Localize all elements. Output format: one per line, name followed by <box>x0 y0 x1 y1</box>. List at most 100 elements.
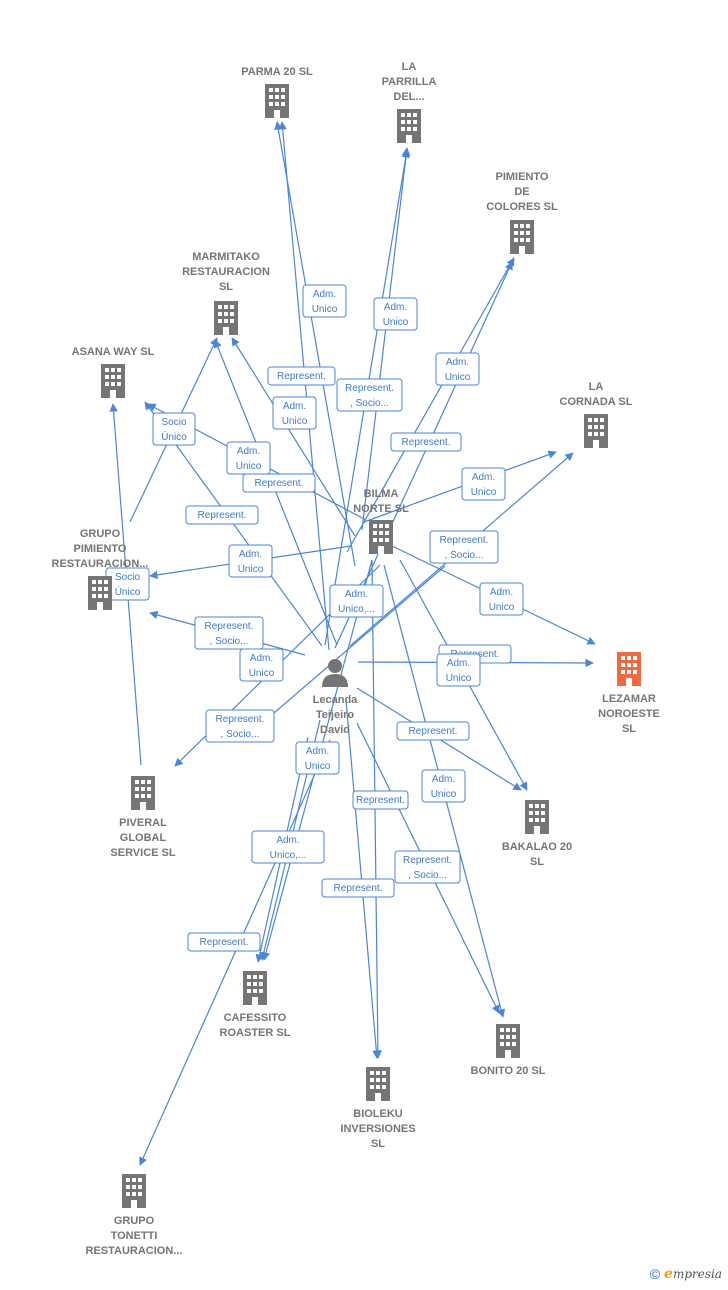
edge-label[interactable]: Adm.Unico <box>373 297 418 331</box>
brand-logo[interactable]: empresia <box>664 1266 722 1282</box>
building-icon <box>131 776 155 810</box>
node-label: RESTAURACION <box>182 266 270 278</box>
node-label: SL <box>622 723 636 735</box>
building-icon <box>617 652 641 686</box>
edge-label[interactable]: Represent. <box>352 790 409 810</box>
node-label: BIOLEKU <box>353 1108 403 1120</box>
edge-label[interactable]: Adm.Unico <box>295 741 340 775</box>
edge-label[interactable]: Adm.Unico,... <box>329 584 384 618</box>
node-label: TONETTI <box>111 1230 158 1242</box>
node-label: CORNADA SL <box>560 396 633 408</box>
edge-label-text: Unico <box>489 602 515 613</box>
edge-label[interactable]: Represent. <box>242 473 316 493</box>
edge-label-text: Único <box>161 430 187 443</box>
edge-label-text: Represent. <box>356 795 405 806</box>
node-label: PIVERAL <box>119 817 167 829</box>
node-label: LEZAMAR <box>602 693 656 705</box>
node-cafessito[interactable]: CAFESSITO ROASTER SL <box>220 971 291 1039</box>
edge-label[interactable]: Adm. Unico <box>228 544 273 578</box>
building-icon <box>525 800 549 834</box>
node-label: BAKALAO 20 <box>502 841 572 853</box>
edge-label[interactable]: Represent., Socio... <box>336 378 403 412</box>
node-tonetti[interactable]: GRUPOTONETTIRESTAURACION... <box>86 1174 183 1257</box>
edge-label[interactable]: Represent., Socio... <box>194 616 264 650</box>
edge-label-text: Adm. <box>239 549 262 560</box>
node-label: RESTAURACION... <box>52 558 149 570</box>
edge-15 <box>363 450 557 523</box>
edge-label[interactable]: Represent., Socio... <box>394 850 461 884</box>
edge-label[interactable]: Represent. <box>187 932 261 952</box>
edge-label-text: Represent. <box>205 621 254 632</box>
node-label: Teijeiro <box>316 709 355 721</box>
edge-label-text: Represent. <box>255 478 304 489</box>
edge-label-text: Represent. <box>198 510 247 521</box>
edge-label[interactable]: Adm.Unico <box>436 653 481 687</box>
edge-label-text: Unico,... <box>338 604 375 615</box>
edge-label[interactable]: Represent. <box>396 721 470 741</box>
node-label: PIMIENTO <box>496 171 549 183</box>
edge-label-text: Adm. <box>306 746 329 757</box>
node-label: RESTAURACION... <box>86 1245 183 1257</box>
node-bakalao[interactable]: BAKALAO 20 SL <box>502 800 572 868</box>
node-parma[interactable]: PARMA 20 SL <box>241 66 313 118</box>
edge-label[interactable]: Adm.Unico <box>272 396 317 430</box>
edge-label[interactable]: Adm.Unico <box>239 648 284 682</box>
edge-label-text: Unico <box>236 461 262 472</box>
edge-label[interactable]: Adm. Unico <box>421 769 466 803</box>
edge-label[interactable]: Represent., Socio... <box>205 709 275 743</box>
edge-label[interactable]: Represent. <box>185 505 259 525</box>
building-icon <box>369 520 393 554</box>
edge-27 <box>259 565 446 726</box>
building-icon <box>122 1174 146 1208</box>
edge-4 <box>346 257 515 553</box>
edge-label[interactable]: Represent. <box>390 432 462 452</box>
node-label: NORTE SL <box>353 503 409 515</box>
edge-label[interactable]: Adm.Unico <box>435 352 480 386</box>
edge-label-text: Represent. <box>200 937 249 948</box>
node-label: SL <box>219 281 233 293</box>
edge-28 <box>139 739 331 1166</box>
node-label: ROASTER SL <box>220 1027 291 1039</box>
edge-label[interactable]: Adm.Unico,... <box>251 830 325 864</box>
edge-label[interactable]: Represent. <box>321 878 395 898</box>
edge-label[interactable]: Represent. <box>267 366 336 386</box>
footer-brand: © empresia <box>650 1266 722 1282</box>
edge-label-text: Unico,... <box>270 850 307 861</box>
node-parrilla[interactable]: LAPARRILLADEL... <box>382 61 437 143</box>
node-grupo_pim[interactable]: GRUPOPIMIENTORESTAURACION... <box>52 528 149 610</box>
edge-label-text: Adm. <box>472 472 495 483</box>
node-label: SL <box>530 856 544 868</box>
edge-label-text: , Socio... <box>350 398 389 409</box>
edge-label-text: Único <box>115 585 141 598</box>
edge-label[interactable]: Adm. Unico <box>479 582 524 616</box>
building-icon <box>88 576 112 610</box>
edge-label[interactable]: Adm.Unico <box>226 441 271 475</box>
node-asana[interactable]: ASANA WAY SL <box>72 346 155 398</box>
node-label: CAFESSITO <box>224 1012 287 1024</box>
edge-label-text: Adm. <box>490 587 513 598</box>
building-icon <box>397 109 421 143</box>
edge-label-text: Represent. <box>440 535 489 546</box>
node-label: PIMIENTO <box>74 543 127 555</box>
edge-label-text: Represent. <box>402 437 451 448</box>
edge-label-text: Unico <box>238 564 264 575</box>
edge-label[interactable]: Represent., Socio... <box>429 530 499 564</box>
edge-label-text: Adm. <box>432 774 455 785</box>
node-bonito[interactable]: BONITO 20 SL <box>471 1024 546 1077</box>
node-label: ASANA WAY SL <box>72 346 155 358</box>
edge-label[interactable]: Adm.Unico <box>461 467 506 501</box>
edge-label-text: Unico <box>431 789 457 800</box>
edge-label[interactable]: Adm.Unico <box>302 284 347 318</box>
edge-label-text: Socio <box>115 572 140 583</box>
edge-label-text: Adm. <box>313 289 336 300</box>
